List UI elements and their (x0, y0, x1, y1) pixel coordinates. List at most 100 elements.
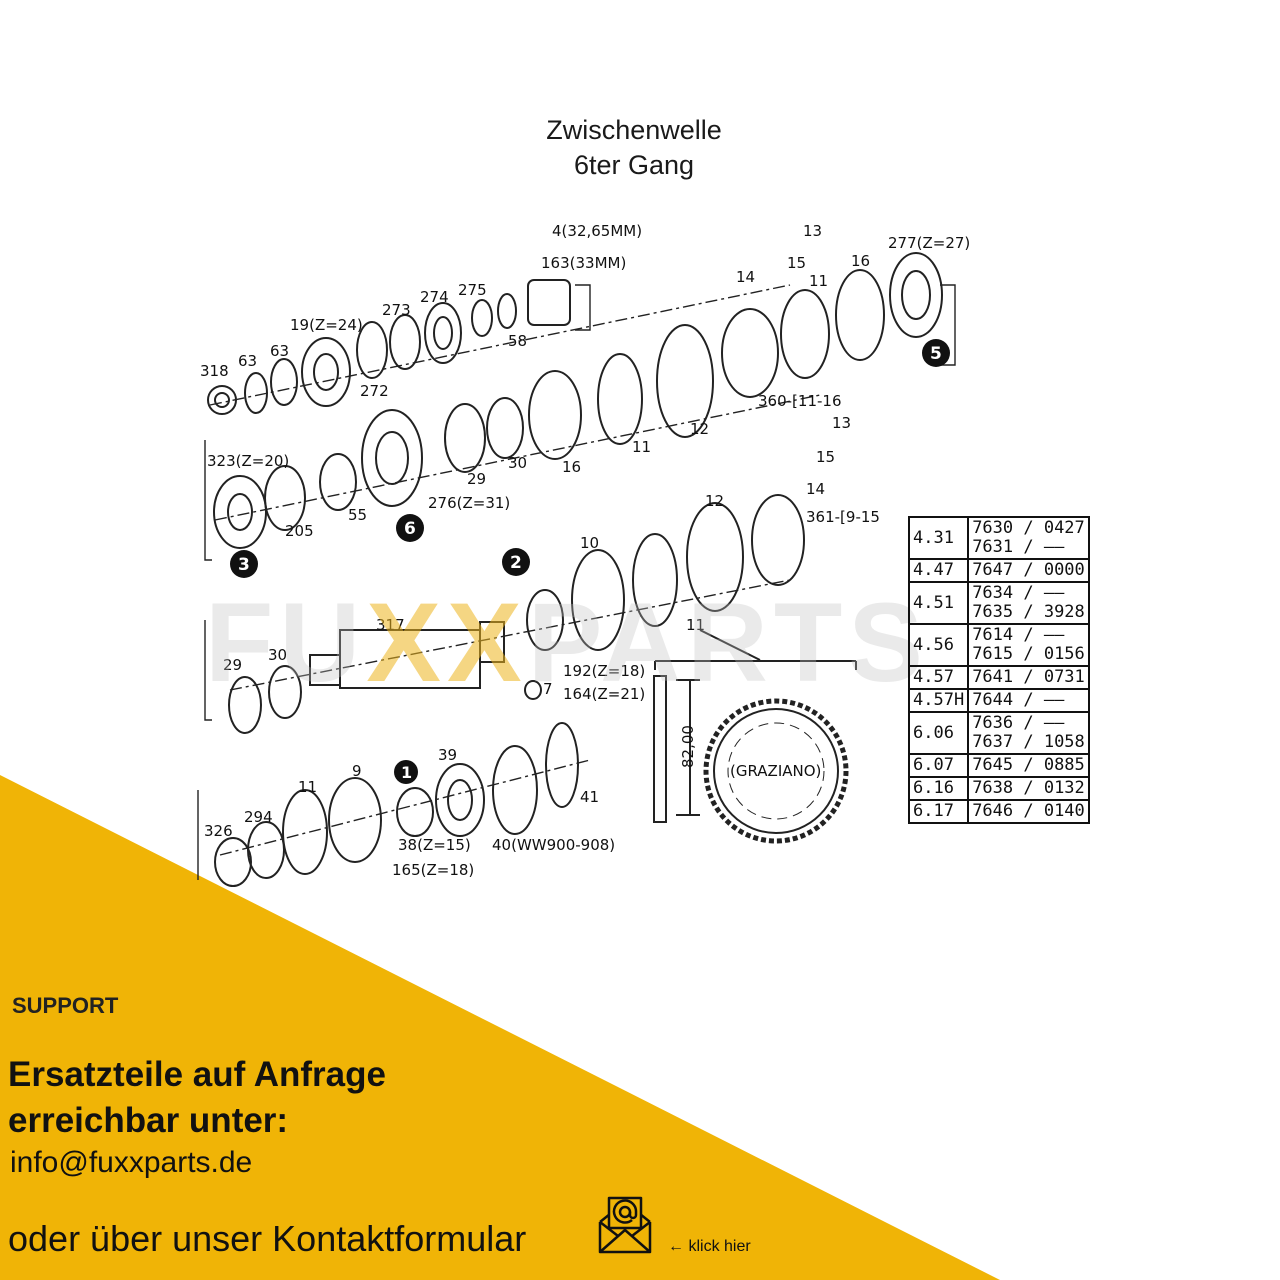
bearing-29a (444, 403, 486, 473)
support-email[interactable]: info@fuxxparts.de (10, 1146, 253, 1179)
ring-12a (656, 324, 714, 438)
support-label: SUPPORT (12, 993, 119, 1018)
version-cell: 6.16 (907, 776, 970, 801)
hub-361 (751, 494, 805, 586)
gear-19 (301, 337, 351, 407)
label-11a: 11 (809, 272, 828, 290)
version-cell: 6.07 (907, 753, 970, 778)
label-323: 323(Z=20) (207, 452, 289, 470)
bearing-274 (424, 302, 462, 364)
ring-11a (597, 353, 643, 445)
washer-275 (471, 299, 493, 337)
klick-hier-link[interactable]: ← klick hier (668, 1238, 751, 1255)
label-12b: 12 (705, 492, 724, 510)
label-13b: 13 (832, 414, 851, 432)
graziano-ring-detail (653, 629, 857, 844)
marker-3: 3 (238, 555, 250, 575)
version-cell: 4.47 (907, 558, 970, 583)
race-30a (486, 397, 524, 459)
label-30b: 30 (268, 646, 287, 664)
ring-11b (780, 289, 830, 379)
label-16a: 16 (851, 252, 870, 270)
version-cell: 4.56 (907, 623, 970, 667)
label-39: 39 (438, 746, 457, 764)
washer-63b (270, 358, 298, 406)
label-294: 294 (244, 808, 273, 826)
label-30a: 30 (508, 454, 527, 472)
label-19: 19(Z=24) (290, 316, 363, 334)
mail-at-icon[interactable] (596, 1194, 654, 1256)
support-background (0, 775, 1000, 1280)
circlip-41 (545, 722, 579, 808)
label-192: 192(Z=18) (563, 662, 645, 680)
marker-5: 5 (930, 344, 942, 364)
label-326: 326 (204, 822, 233, 840)
part-number-cell: 7634 / —— 7635 / 3928 (967, 581, 1090, 625)
label-13a: 13 (803, 222, 822, 240)
version-cell: 4.57 (907, 665, 970, 690)
label-275: 275 (458, 281, 487, 299)
ring-273 (389, 314, 421, 370)
part-number-cell: 7645 / 0885 (967, 753, 1090, 778)
part-number-cell: 7647 / 0000 (967, 558, 1090, 583)
label-164: 164(Z=21) (563, 685, 645, 703)
label-82: 82,00 (679, 725, 697, 768)
version-cell: 6.17 (907, 799, 970, 824)
label-10: 10 (580, 534, 599, 552)
label-16b: 16 (562, 458, 581, 476)
label-4: 4(32,65MM) (552, 222, 642, 240)
label-12a: 12 (690, 420, 709, 438)
shim-40 (492, 745, 538, 835)
label-272: 272 (360, 382, 389, 400)
label-273: 273 (382, 301, 411, 319)
washer-63a (244, 372, 268, 414)
part-number-cell: 7646 / 0140 (967, 799, 1090, 824)
label-29b: 29 (223, 656, 242, 674)
version-cell: 4.57H (907, 688, 970, 713)
bearing-39 (435, 763, 485, 837)
label-14b: 14 (806, 480, 825, 498)
arrow-left-icon: ← (668, 1238, 689, 1255)
diagram-title: Zwischenwelle (546, 115, 722, 145)
label-163: 163(33MM) (541, 254, 626, 272)
label-276: 276(Z=31) (428, 494, 510, 512)
ring-11c (632, 533, 678, 627)
marker-1: 1 (401, 763, 412, 782)
version-cell: 4.31 (907, 516, 970, 560)
label-11b: 11 (632, 438, 651, 456)
headline-line-2: erreichbar unter: (8, 1101, 289, 1140)
ring-294 (247, 821, 285, 879)
label-15b: 15 (816, 448, 835, 466)
label-318: 318 (200, 362, 229, 380)
gear-10 (571, 549, 625, 651)
ring-11d (282, 789, 328, 875)
ring-12b (686, 502, 744, 612)
label-63a: 63 (238, 352, 257, 370)
section-markers (230, 339, 950, 784)
label-29a: 29 (467, 470, 486, 488)
ring-272 (356, 321, 388, 379)
ring-326 (214, 837, 252, 887)
version-cell: 6.06 (907, 711, 970, 755)
part-number-cell: 7638 / 0132 (967, 776, 1090, 801)
gear-16b (528, 370, 582, 460)
fuxxparts-watermark: FUXXPARTS (205, 580, 929, 705)
part-number-cell: 7630 / 0427 7631 / —— (967, 516, 1090, 560)
gear-323 (213, 475, 267, 549)
gear-16a (835, 269, 885, 361)
race-30b (268, 665, 302, 719)
label-317: 317 (376, 616, 405, 634)
hub-360 (721, 308, 779, 398)
label-165: 165(Z=18) (392, 861, 474, 879)
nut-318 (207, 385, 237, 415)
label-9: 9 (352, 762, 362, 780)
